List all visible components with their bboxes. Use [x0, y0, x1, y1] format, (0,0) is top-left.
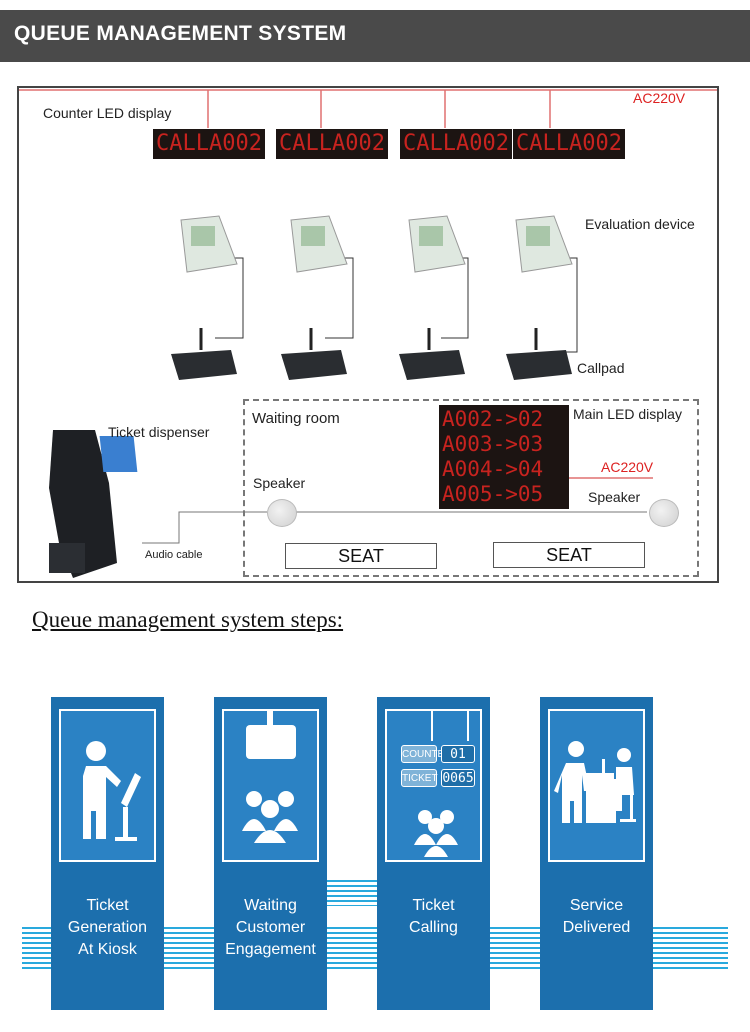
step-service-delivered: Service Delivered	[540, 697, 653, 1010]
callpad-icon	[506, 328, 572, 380]
kiosk-user-icon	[59, 709, 156, 862]
speaker-label-right: Speaker	[588, 489, 641, 505]
caption-line: Service	[569, 897, 624, 914]
speaker-left-icon	[267, 499, 297, 527]
power-label-side: AC220V	[601, 459, 654, 475]
ticket-sign-label: TICKET	[401, 769, 438, 787]
main-led-row: A005->05	[442, 482, 544, 506]
main-led-label: Main LED display	[573, 406, 682, 422]
step-waiting: Waiting Customer Engagement	[214, 697, 327, 1010]
seat-box: SEAT	[493, 542, 645, 568]
counter-led-display: CALLA002	[400, 129, 512, 159]
ticket-dispenser-label: Ticket dispenser	[108, 424, 210, 440]
step-ticket-generation: Ticket Generation At Kiosk	[51, 697, 164, 1010]
steps-title: Queue management system steps:	[32, 607, 344, 632]
calling-sign-icon: COUNTER 01 TICKET 0065	[385, 709, 482, 862]
service-desk-icon	[548, 709, 645, 862]
counter-led-display: CALLA002	[153, 129, 265, 159]
evaluation-device-icon	[515, 215, 573, 273]
counter-led-label: Counter LED display	[43, 105, 172, 121]
wiring	[19, 89, 717, 578]
stripe-band	[325, 880, 377, 906]
ticket-kiosk-icon	[49, 430, 138, 578]
counter-sign-label: COUNTER	[401, 745, 451, 763]
audio-cable-label: Audio cable	[145, 549, 203, 561]
step-caption: Ticket Generation At Kiosk	[51, 895, 164, 961]
ticket-sign-value: 0065	[441, 769, 475, 787]
caption-line: Customer	[235, 919, 306, 936]
main-led-row: A002->02	[442, 407, 544, 431]
caption-line: Engagement	[225, 941, 316, 958]
step-caption: Waiting Customer Engagement	[214, 895, 327, 961]
counter-led-display: CALLA002	[276, 129, 388, 159]
caption-line: Generation	[67, 919, 148, 936]
main-led-row: A003->03	[442, 432, 544, 456]
power-label-top: AC220V	[633, 90, 686, 106]
step-caption: Service Delivered	[540, 895, 653, 939]
seat-box: SEAT	[285, 543, 437, 569]
evaluation-device-icon	[408, 215, 466, 273]
caption-line: Waiting	[244, 897, 297, 914]
step-ticket-calling: COUNTER 01 TICKET 0065 Ticket Calling	[377, 697, 490, 1010]
caption-line: Ticket	[86, 897, 129, 914]
page-header: QUEUE MANAGEMENT SYSTEM	[0, 10, 750, 62]
waiting-room-label: Waiting room	[252, 410, 340, 427]
waiting-room-area: Waiting room A002->02 A003->03 A004->04 …	[243, 399, 699, 577]
caption-line: At Kiosk	[78, 941, 137, 958]
callpad-icon	[281, 328, 347, 380]
counter-led-display: CALLA002	[513, 129, 625, 159]
caption-line: Calling	[409, 919, 458, 936]
caption-line: Ticket	[412, 897, 455, 914]
speaker-label-left: Speaker	[253, 475, 306, 491]
callpad-icon	[399, 328, 465, 380]
page-title: QUEUE MANAGEMENT SYSTEM	[14, 22, 347, 45]
callpad-label: Callpad	[577, 360, 625, 376]
main-led-display: A002->02 A003->03 A004->04 A005->05	[439, 405, 569, 509]
evaluation-device-icon	[290, 215, 348, 273]
evaluation-device-label: Evaluation device	[585, 216, 695, 232]
system-diagram: Counter LED display AC220V CALLA002 CALL…	[17, 86, 719, 583]
main-led-row: A004->04	[442, 457, 544, 481]
evaluation-device-icon	[180, 215, 238, 273]
waiting-group-icon	[222, 709, 319, 862]
speaker-right-icon	[649, 499, 679, 527]
step-caption: Ticket Calling	[377, 895, 490, 939]
callpad-icon	[171, 328, 237, 380]
caption-line: Delivered	[562, 919, 631, 936]
counter-sign-value: 01	[441, 745, 475, 763]
